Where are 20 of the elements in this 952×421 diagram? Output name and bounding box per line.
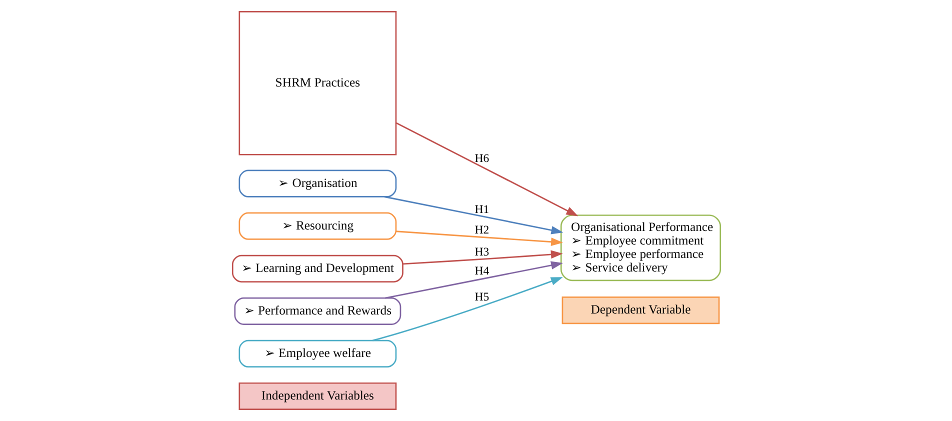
edge-label: H5 [474, 290, 489, 304]
arrow [402, 250, 562, 265]
arrow [396, 122, 578, 216]
node-box: ➢ Resourcing [238, 212, 396, 240]
node-box: Independent Variables [238, 382, 396, 410]
arrow [396, 230, 563, 246]
node-box: ➢ Performance and Rewards [234, 297, 401, 325]
node-box: Organisational Performance ➢ Employee commitment ➢ Employee performance ➢ Service delivery [560, 214, 721, 282]
arrow [384, 196, 563, 234]
edge-label: H3 [474, 245, 489, 258]
edge-label: H6 [474, 152, 489, 166]
edge-label: H1 [474, 202, 489, 216]
node-box: SHRM Practices [238, 10, 396, 156]
edge-label: H4 [474, 264, 489, 278]
node-box: ➢ Learning and Development [231, 254, 403, 282]
node-box: ➢ Employee welfare [238, 340, 396, 368]
arrow [384, 261, 563, 299]
edge-label: H2 [474, 224, 489, 237]
node-box: ➢ Organisation [238, 170, 396, 198]
node-box: Dependent Variable [561, 296, 720, 324]
